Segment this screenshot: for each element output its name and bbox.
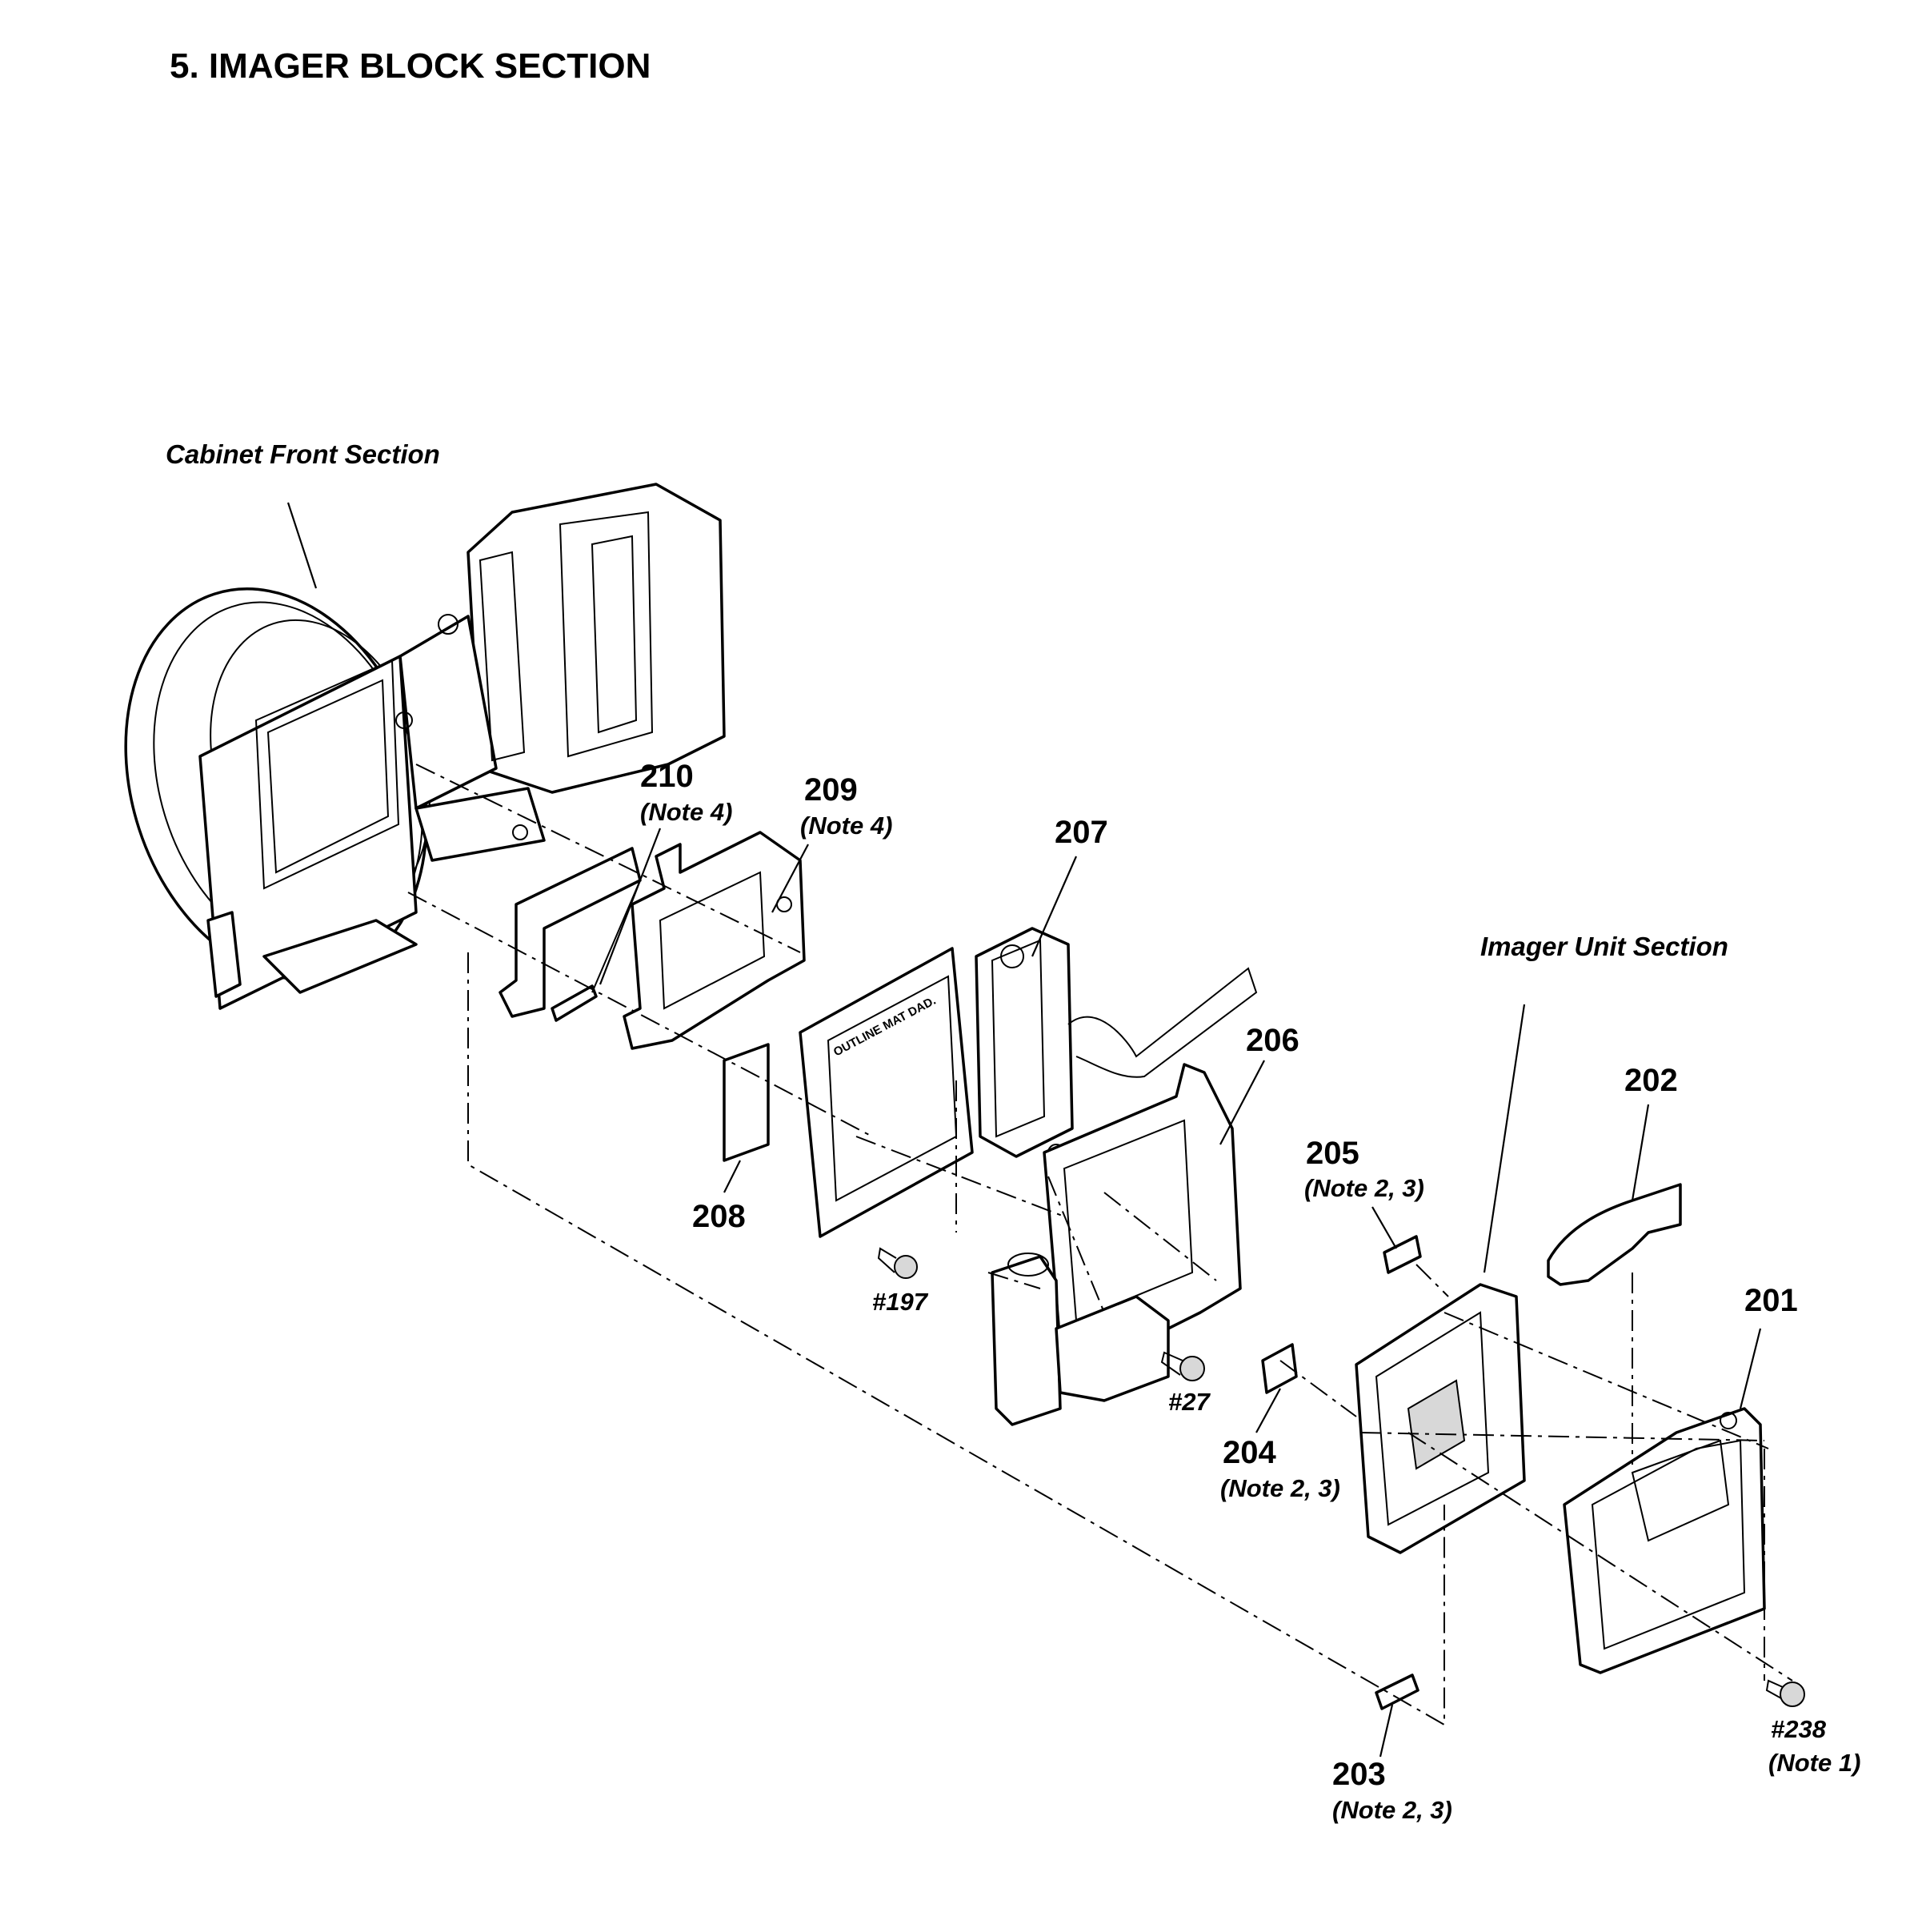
part-202-sheet [1547,1183,1682,1286]
part-209-note: (Note 4) [800,812,892,840]
part-203-piece [1375,1673,1419,1710]
part-210-number: 210 [640,759,694,794]
part-205-note: (Note 2, 3) [1304,1174,1424,1202]
part-210-sheet [499,847,642,1022]
part-209-frame-sheet [623,831,806,1050]
part-208-number: 208 [692,1199,746,1234]
screw-197-icon [877,1247,918,1279]
part-201-bracket [1563,1407,1766,1674]
part-209-number: 209 [804,772,858,808]
part-210-leader [599,828,662,985]
cabinet-front-section-label: Cabinet Front Section [166,439,440,469]
screw-238-icon [1765,1679,1805,1707]
part-209-leader [771,844,809,913]
part-203-leader [1379,1704,1394,1758]
part-204-plate [1261,1343,1298,1394]
part-208-sheet [723,1043,770,1162]
screw-238-note: (Note 1) [1768,1749,1860,1777]
assembly-guide-lines [407,764,1793,1726]
part-207-number: 207 [1055,815,1108,850]
part-203-note: (Note 2, 3) [1332,1796,1452,1824]
screw-238-label: #238 [1771,1715,1827,1743]
cabinet-front-assembly [124,483,726,1010]
part-201-leader [1739,1328,1762,1409]
cabinet-front-leader [286,502,318,589]
imager-unit-section-label: Imager Unit Section [1480,932,1728,961]
imager-unit-leader [1483,1004,1526,1273]
screw-197-label: #197 [872,1288,929,1316]
part-207-leader [1031,856,1078,957]
imager-unit-assembly [1355,1283,1526,1554]
part-206-leader [1219,1060,1265,1145]
screw-27-label: #27 [1168,1388,1211,1416]
part-205-piece [1383,1235,1422,1274]
part-210-note: (Note 4) [640,798,732,826]
page-title: 5. IMAGER BLOCK SECTION [170,46,651,86]
part-208-leader [723,1160,741,1193]
part-204-leader [1255,1388,1281,1433]
part-205-leader [1371,1206,1397,1249]
screw-27-icon [1160,1351,1205,1381]
part-202-number: 202 [1624,1063,1678,1098]
part-206-number: 206 [1246,1023,1299,1058]
part-203-number: 203 [1332,1757,1386,1792]
part-201-number: 201 [1744,1283,1798,1318]
part-204-note: (Note 2, 3) [1220,1474,1340,1502]
part-202-leader [1631,1104,1650,1201]
part-204-number: 204 [1223,1435,1276,1470]
part-205-number: 205 [1306,1136,1359,1171]
